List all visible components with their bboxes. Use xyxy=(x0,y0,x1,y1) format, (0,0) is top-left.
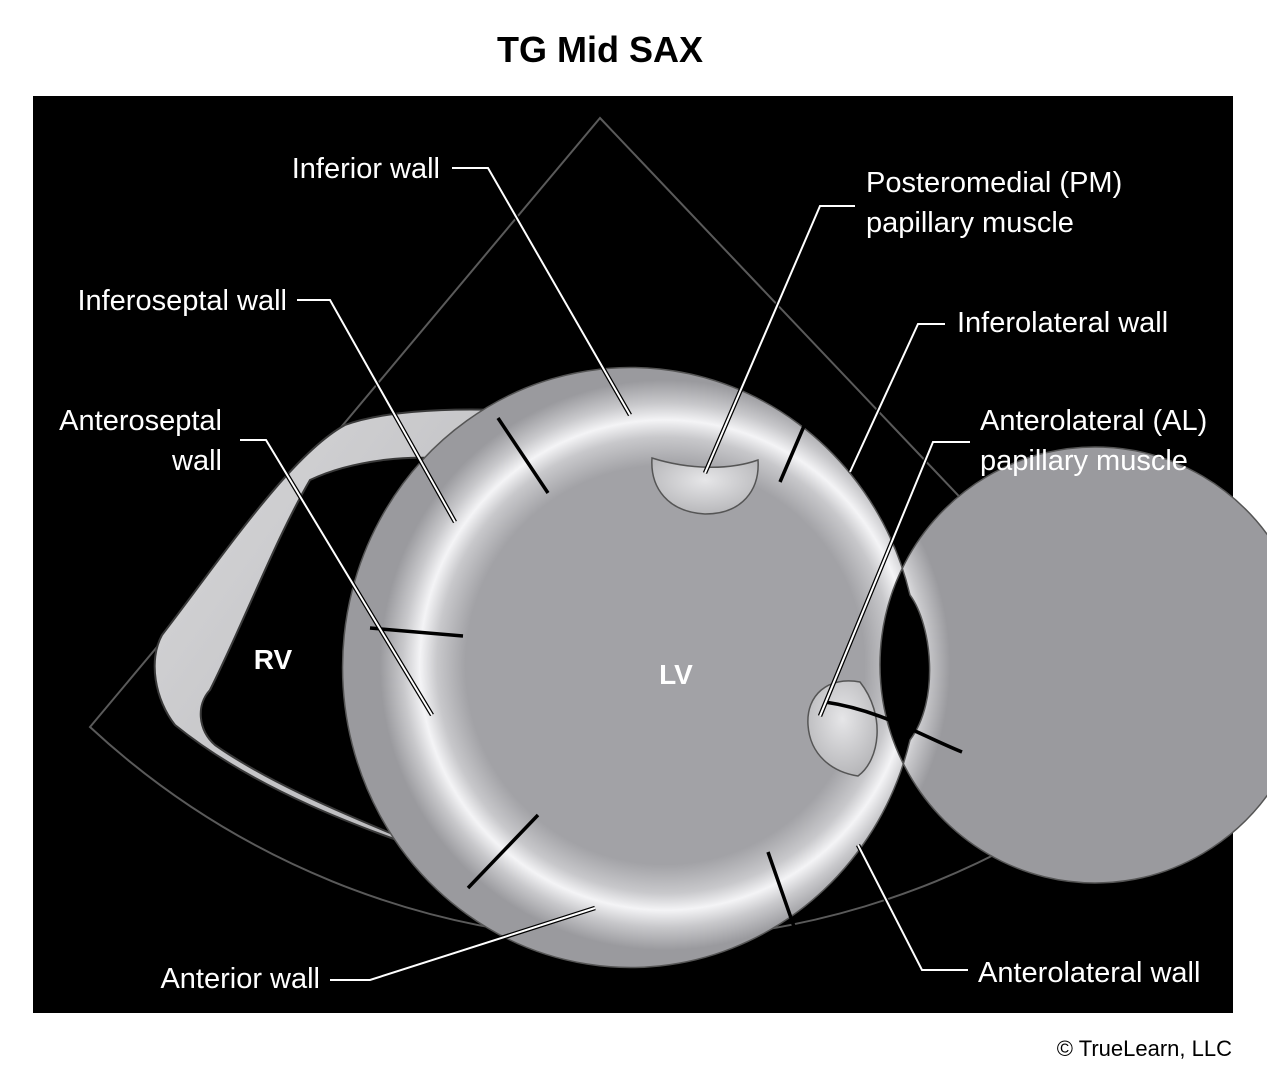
diagram-title: TG Mid SAX xyxy=(497,29,703,70)
anteroseptal-wall-label-line2: wall xyxy=(171,445,222,477)
anterolateral-wall-label: Anterolateral wall xyxy=(978,957,1200,989)
pm-papillary-label-line1: Posteromedial (PM) xyxy=(866,167,1122,199)
anteroseptal-wall-label-line1: Anteroseptal xyxy=(59,405,222,437)
inferoseptal-wall-label: Inferoseptal wall xyxy=(77,285,287,317)
lv-label: LV xyxy=(659,659,693,690)
al-papillary-label-line1: Anterolateral (AL) xyxy=(980,405,1207,437)
leader-lines xyxy=(240,165,970,983)
copyright-notice: © TrueLearn, LLC xyxy=(1057,1036,1232,1061)
anterior-wall-label: Anterior wall xyxy=(160,963,320,995)
inferolateral-wall-label: Inferolateral wall xyxy=(957,307,1168,339)
pm-papillary-label-line2: papillary muscle xyxy=(866,207,1074,239)
segment-dividers xyxy=(369,397,963,939)
lv-myocardial-ring xyxy=(341,366,1267,969)
rv-label: RV xyxy=(254,644,293,675)
al-papillary-label-line2: papillary muscle xyxy=(980,445,1188,477)
inferior-wall-label: Inferior wall xyxy=(292,153,440,185)
